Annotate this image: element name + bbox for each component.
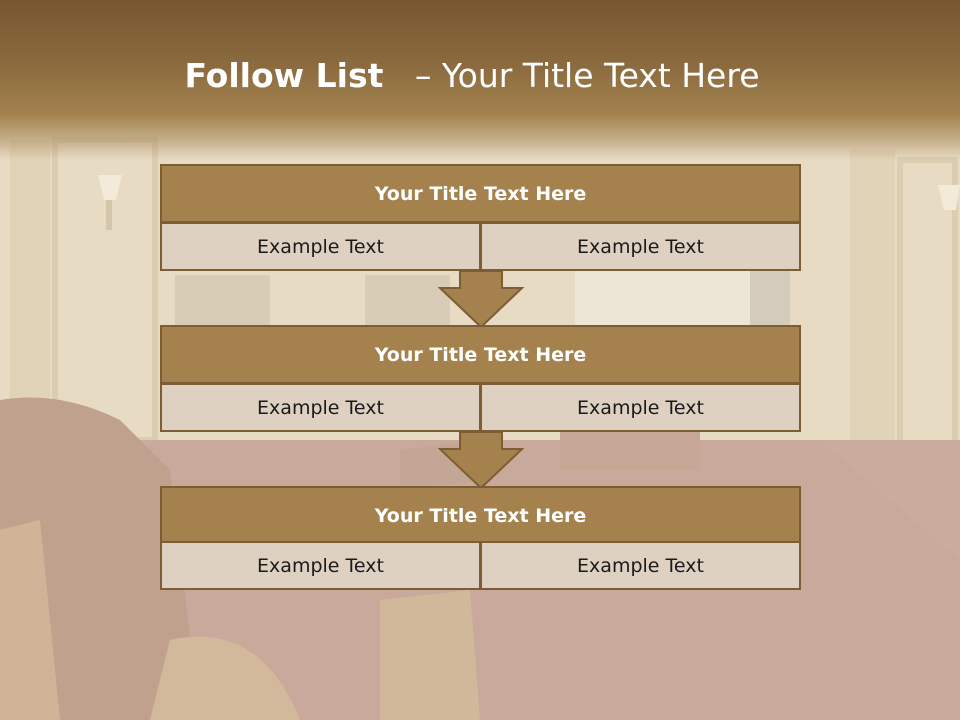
block-title: Your Title Text Here	[160, 164, 801, 223]
title-spacer	[394, 56, 405, 95]
title-bold: Follow List	[184, 56, 384, 95]
down-arrow-icon	[438, 431, 524, 489]
block-left-cell: Example Text	[160, 222, 481, 271]
block-left-cell: Example Text	[160, 541, 481, 590]
title-band	[0, 0, 960, 160]
down-arrow-icon	[438, 270, 524, 328]
block-title: Your Title Text Here	[160, 325, 801, 384]
slide-title: Follow List – Your Title Text Here	[0, 52, 944, 100]
block-right-cell: Example Text	[480, 383, 801, 432]
block-right-cell: Example Text	[480, 541, 801, 590]
block-left-cell: Example Text	[160, 383, 481, 432]
block-right-cell: Example Text	[480, 222, 801, 271]
title-rest: – Your Title Text Here	[414, 56, 760, 95]
block-title: Your Title Text Here	[160, 486, 801, 545]
